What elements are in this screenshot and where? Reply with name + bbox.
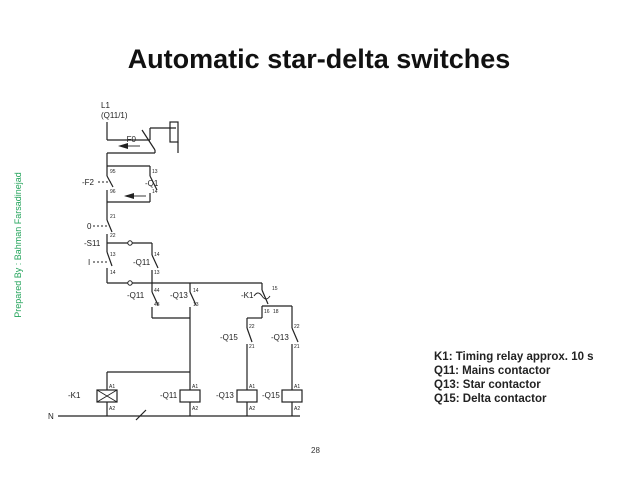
terminal-44-q11: 44 bbox=[154, 288, 160, 294]
legend: K1: Timing relay approx. 10 s Q11: Mains… bbox=[434, 350, 594, 406]
label-Q11-a: -Q11 bbox=[133, 258, 151, 267]
label-S11: -S11 bbox=[84, 239, 101, 248]
contact-Q1 bbox=[107, 165, 158, 203]
terminal-22-q13: 22 bbox=[294, 324, 300, 330]
terminal-22-q15: 22 bbox=[249, 324, 255, 330]
legend-code: Q13: bbox=[434, 379, 460, 391]
label-Q11-c: -Q11 bbox=[160, 391, 178, 400]
legend-code: Q11: bbox=[434, 365, 459, 377]
terminal-14-s11: 14 bbox=[110, 270, 116, 276]
label-K1-b: -K1 bbox=[68, 391, 81, 400]
terminal-15-k1: 15 bbox=[272, 286, 278, 292]
label-Q15-b: -Q15 bbox=[262, 391, 280, 400]
slide-title: Automatic star-delta switches bbox=[127, 44, 511, 74]
terminal-A1-q13: A1 bbox=[249, 384, 255, 390]
contact-Q11-hold bbox=[107, 240, 159, 286]
label-Q15-a: -Q15 bbox=[220, 333, 238, 342]
coil-Q13 bbox=[236, 389, 258, 416]
legend-item-k1: K1: Timing relay approx. 10 s bbox=[434, 350, 594, 364]
terminal-A1-q15: A1 bbox=[294, 384, 300, 390]
legend-text: Delta contactor bbox=[462, 393, 547, 405]
branch-Q11-coil bbox=[106, 318, 191, 390]
legend-text: Star contactor bbox=[462, 379, 541, 391]
label-Q13-c: -Q13 bbox=[216, 391, 234, 400]
terminal-21-q13: 21 bbox=[294, 344, 300, 350]
terminal-A2-q13: A2 bbox=[249, 406, 255, 412]
legend-text: Mains contactor bbox=[462, 365, 551, 377]
terminal-14-q11: 14 bbox=[154, 252, 160, 258]
terminal-21-q15: 21 bbox=[249, 344, 255, 350]
label-0: 0 bbox=[87, 222, 92, 231]
terminal-13-s11: 13 bbox=[110, 252, 116, 258]
branch-Q13 bbox=[151, 282, 197, 319]
terminal-96: 96 bbox=[110, 189, 116, 195]
label-N: N bbox=[48, 412, 54, 421]
legend-item-q15: Q15: Delta contactor bbox=[434, 392, 594, 406]
label-Q11-1: (Q11/1) bbox=[101, 111, 128, 120]
terminal-13-q13: 13 bbox=[193, 302, 199, 308]
terminal-16-k1: 16 bbox=[264, 309, 270, 315]
legend-item-q13: Q13: Star contactor bbox=[434, 378, 594, 392]
coil-K1 bbox=[96, 389, 118, 416]
overload-F2 bbox=[98, 165, 114, 210]
legend-code: Q15: bbox=[434, 393, 460, 405]
terminal-A2-q15: A2 bbox=[294, 406, 300, 412]
terminal-95: 95 bbox=[110, 169, 116, 175]
terminal-14-q13: 14 bbox=[193, 288, 199, 294]
label-K1-a: -K1 bbox=[241, 291, 254, 300]
terminal-A1-q11: A1 bbox=[192, 384, 198, 390]
terminal-14-q1: 14 bbox=[152, 189, 158, 195]
fuse-F0 bbox=[107, 121, 179, 154]
coil-Q11 bbox=[179, 389, 201, 416]
terminal-A1-k1: A1 bbox=[109, 384, 115, 390]
coil-Q15 bbox=[281, 389, 303, 416]
label-F0: -F0 bbox=[124, 135, 137, 144]
label-F2: -F2 bbox=[82, 178, 95, 187]
legend-text: Timing relay approx. 10 s bbox=[455, 351, 594, 363]
label-Q1: -Q1 bbox=[145, 179, 159, 188]
legend-code: K1: bbox=[434, 351, 453, 363]
terminal-13-q1: 13 bbox=[152, 169, 158, 175]
terminal-43-q11: 43 bbox=[154, 302, 160, 308]
label-Q11-b: -Q11 bbox=[127, 291, 145, 300]
terminal-21-s11: 21 bbox=[110, 214, 116, 220]
terminal-18-k1: 18 bbox=[273, 309, 279, 315]
label-Q13-a: -Q13 bbox=[170, 291, 188, 300]
bus-K1 bbox=[190, 282, 293, 318]
legend-item-q11: Q11: Mains contactor bbox=[434, 364, 594, 378]
terminal-13-q11: 13 bbox=[154, 270, 160, 276]
label-I: I bbox=[88, 258, 90, 267]
label-Q13-b: -Q13 bbox=[271, 333, 289, 342]
interlock-contacts bbox=[246, 317, 299, 390]
terminal-22-s11: 22 bbox=[110, 233, 116, 239]
terminal-A2-q11: A2 bbox=[192, 406, 198, 412]
neutral-line bbox=[58, 409, 300, 421]
page-number: 28 bbox=[311, 446, 320, 455]
terminal-A2-k1: A2 bbox=[109, 406, 115, 412]
label-L1: L1 bbox=[101, 101, 110, 110]
